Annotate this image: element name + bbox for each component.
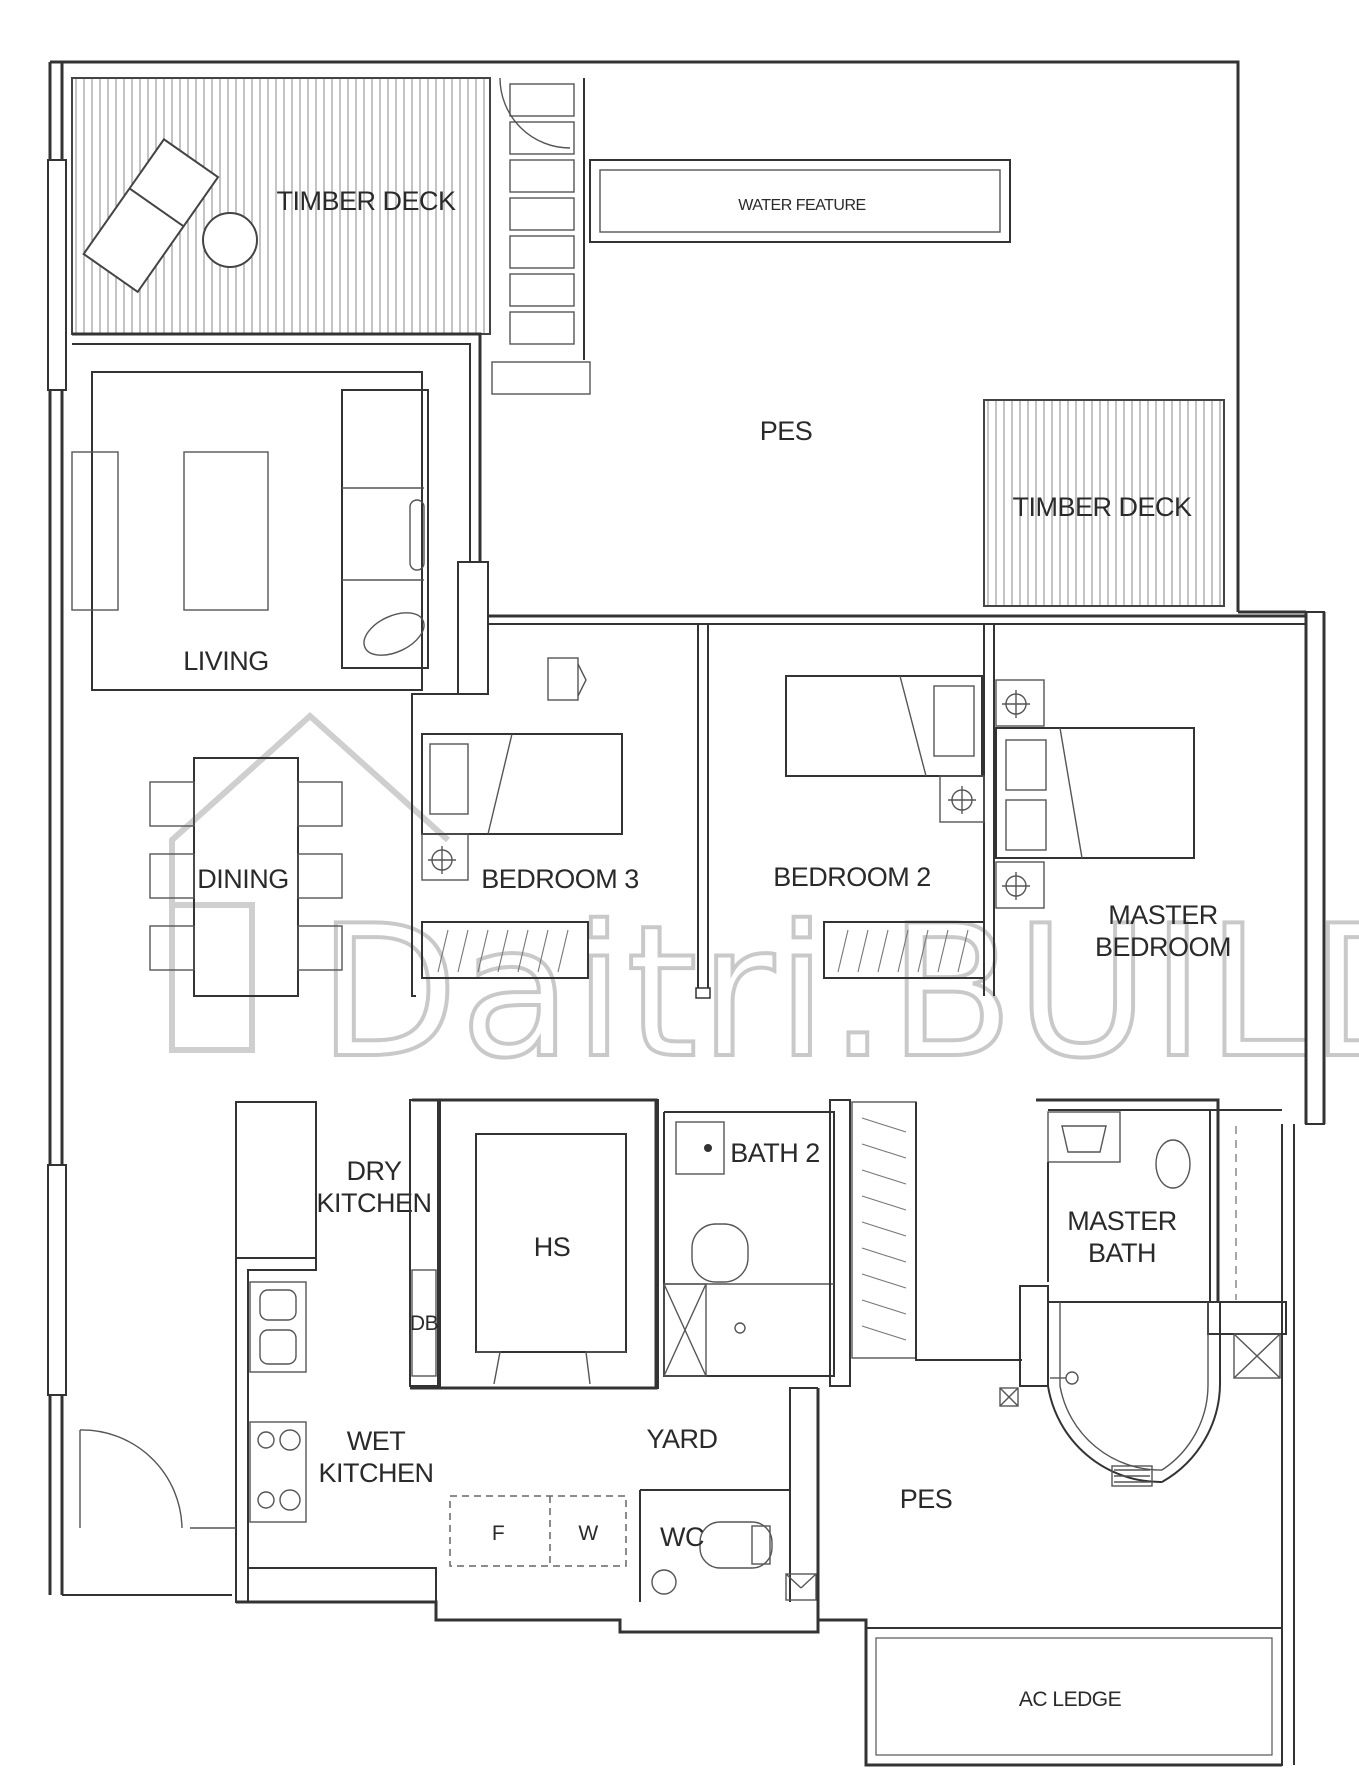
master-bedroom-label-line2: BEDROOM	[1095, 932, 1231, 962]
wet-kitchen: WET KITCHEN F W YARD	[235, 1258, 718, 1603]
bedroom-2-label: BEDROOM 2	[773, 862, 931, 892]
pes-bottom-label: PES	[900, 1484, 953, 1514]
wc: WC	[639, 1489, 817, 1602]
master-bedroom: MASTER BEDROOM	[995, 679, 1232, 962]
bedroom-3-label: BEDROOM 3	[481, 864, 639, 894]
hs-label: HS	[534, 1232, 571, 1262]
dry-kitchen-hs: DRY KITCHEN DB HS	[235, 1098, 659, 1390]
db-label: DB	[410, 1312, 438, 1335]
wc-label: WC	[660, 1522, 704, 1552]
living-room: LIVING	[71, 332, 489, 695]
yard-label: YARD	[646, 1424, 717, 1454]
timber-deck-right-label: TIMBER DECK	[1012, 492, 1192, 522]
watermark: Daitri.BUILD	[169, 711, 1359, 1100]
wet-kitchen-label-line1: WET	[347, 1426, 406, 1456]
timber-deck-top-label: TIMBER DECK	[276, 186, 456, 216]
bath-2: BATH 2	[663, 1111, 835, 1377]
ac-ledge: AC LEDGE	[865, 1627, 1283, 1766]
wet-kitchen-label-line2: KITCHEN	[318, 1458, 433, 1488]
deck-steps	[491, 77, 591, 395]
living-label: LIVING	[183, 646, 269, 676]
fridge-label: F	[492, 1522, 504, 1545]
entrance-door	[79, 1429, 236, 1529]
bath-2-label: BATH 2	[730, 1138, 820, 1168]
dry-kitchen-label-line1: DRY	[346, 1156, 402, 1186]
pes-top-label: PES	[760, 416, 813, 446]
timber-deck-top: TIMBER DECK	[71, 77, 491, 335]
water-feature: WATER FEATURE	[589, 159, 1011, 243]
master-bedroom-label-line1: MASTER	[1108, 900, 1218, 930]
ac-ledge-label: AC LEDGE	[1019, 1688, 1122, 1711]
dining-label: DINING	[197, 864, 289, 894]
bedroom-2: BEDROOM 2	[773, 675, 985, 979]
bedroom-3: BEDROOM 3	[421, 657, 639, 979]
washer-label: W	[578, 1522, 598, 1545]
master-bath: MASTER BATH	[999, 1098, 1287, 1487]
master-bath-label-line2: BATH	[1088, 1238, 1156, 1268]
timber-deck-right: TIMBER DECK	[983, 399, 1225, 607]
dining-area: DINING	[149, 757, 343, 997]
master-bath-label-line1: MASTER	[1067, 1206, 1177, 1236]
watermark-text: Daitri.BUILD	[318, 886, 1359, 1098]
water-feature-label: WATER FEATURE	[738, 197, 865, 214]
outer-walls	[47, 60, 1326, 1765]
dry-kitchen-label-line2: KITCHEN	[316, 1188, 431, 1218]
corridor-wardrobe	[829, 1099, 1022, 1387]
